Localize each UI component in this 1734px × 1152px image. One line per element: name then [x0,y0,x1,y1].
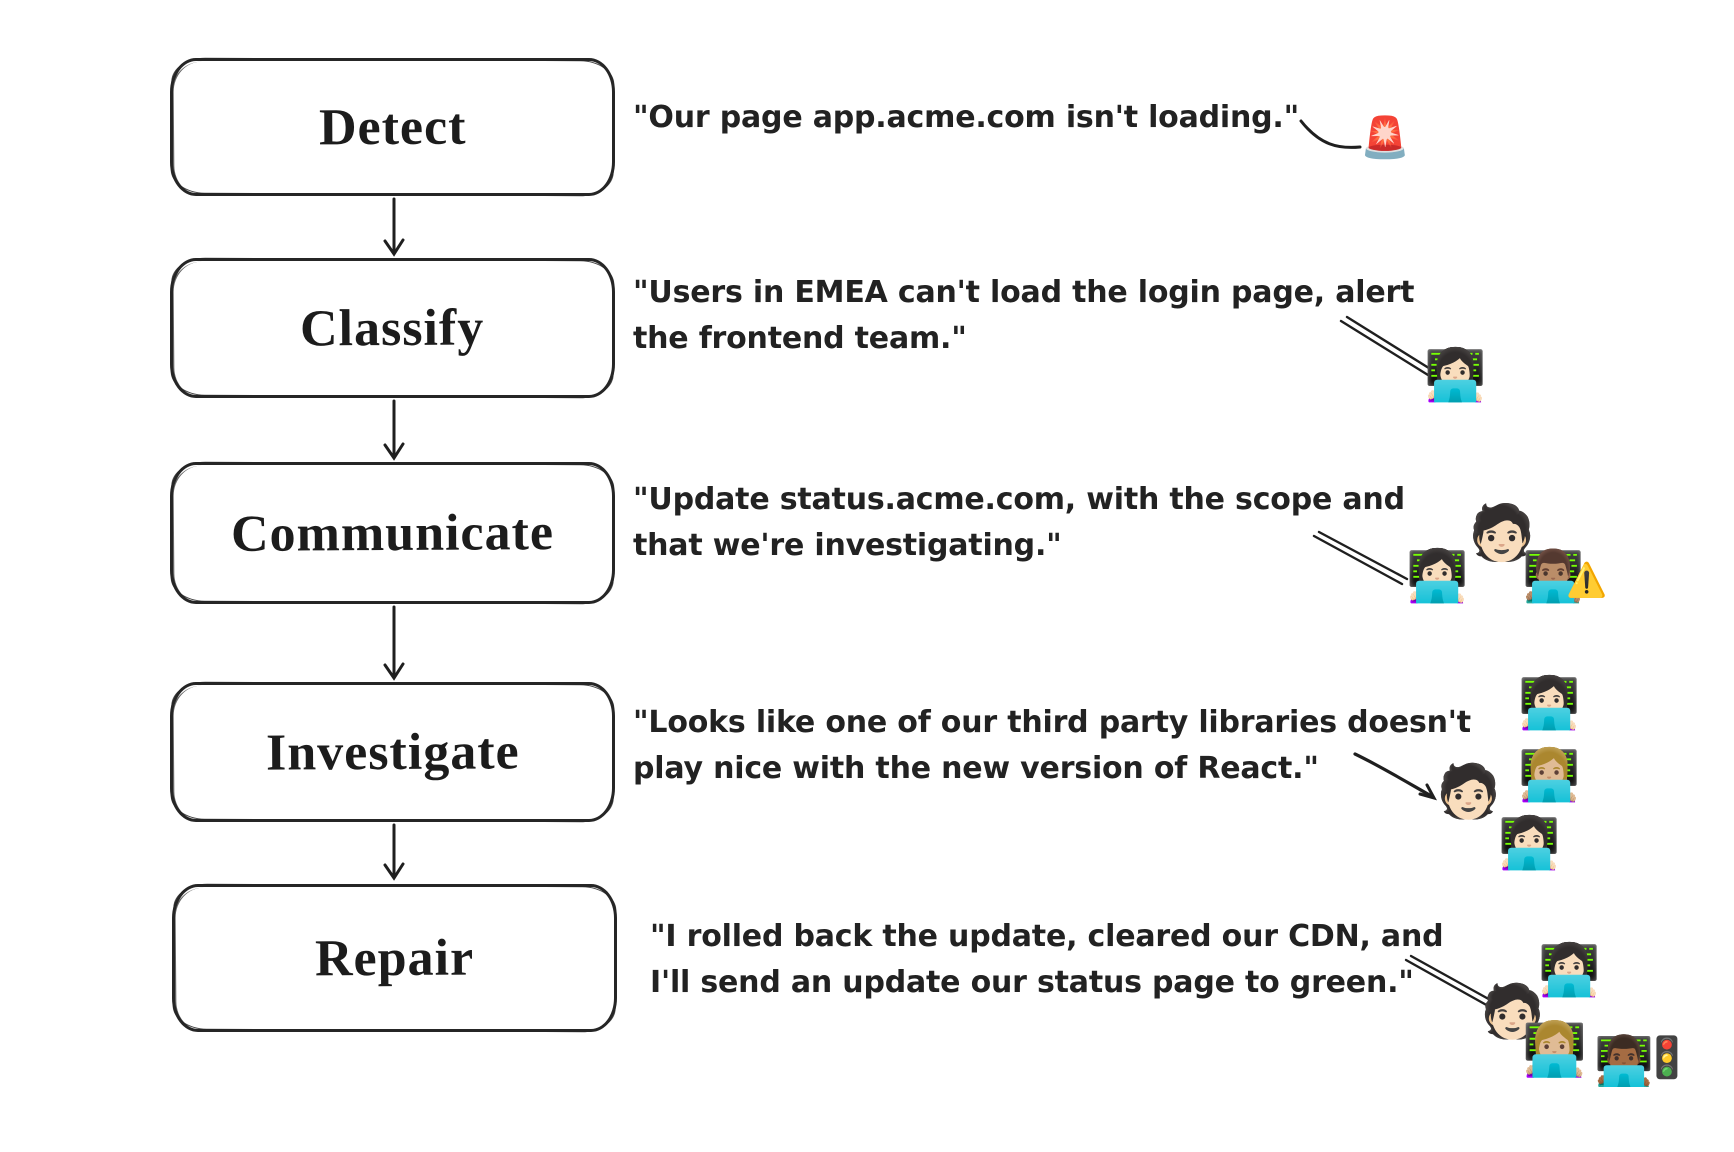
woman-technologist-blonde-icon: 👩🏼‍💻 [1522,1021,1587,1079]
siren-icon: 🚨 [1360,116,1410,160]
woman-technologist-icon: 👩🏻‍💻 [1518,675,1581,731]
quote-investigate: "Looks like one of our third party libra… [633,700,1471,792]
man-technologist-icon: 👨🏽‍💻 [1522,548,1585,604]
traffic-light-icon: 🚦 [1642,1036,1692,1080]
step-box-investigate: Investigate [170,682,615,822]
quote-investigate-line1: "Looks like one of our third party libra… [633,705,1471,740]
step-box-repair: Repair [172,884,617,1032]
quote-communicate-line1: "Update status.acme.com, with the scope … [633,482,1405,517]
woman-technologist-icon: 👩🏻‍💻 [1538,942,1601,998]
flow-arrowhead-communicate-investigate [383,662,405,681]
flow-arrowhead-investigate-repair [383,862,405,881]
quote-detect-line1: "Our page app.acme.com isn't loading." [633,100,1300,135]
quote-communicate-line2: that we're investigating." [633,528,1062,563]
flow-arrowhead-detect-classify [383,238,405,257]
quote-repair: "I rolled back the update, cleared our C… [650,914,1444,1006]
step-label-investigate: Investigate [265,722,520,782]
person-icon: 🧑🏻 [1436,763,1501,821]
quote-repair-line2: I'll send an update our status page to g… [650,965,1414,1000]
quote-investigate-line2: play nice with the new version of React.… [633,751,1319,786]
person-icon: 🧑🏻 [1480,983,1545,1041]
pointer-line-detect [1299,119,1362,149]
quote-repair-line1: "I rolled back the update, cleared our C… [650,919,1444,954]
man-technologist-dark-icon: 👨🏾‍💻 [1594,1035,1654,1088]
woman-technologist-icon: 👩🏻‍💻 [1406,548,1469,604]
step-label-communicate: Communicate [230,503,555,563]
step-box-communicate: Communicate [170,462,615,604]
quote-classify: "Users in EMEA can't load the login page… [633,270,1414,362]
quote-communicate: "Update status.acme.com, with the scope … [633,477,1405,569]
woman-technologist-icon: 👩🏻‍💻 [1424,347,1487,403]
step-box-detect: Detect [170,58,615,196]
woman-technologist-icon: 👩🏻‍💻 [1498,815,1561,871]
woman-technologist-blonde-icon: 👩🏼‍💻 [1518,747,1581,803]
step-box-classify: Classify [170,258,615,398]
quote-classify-line2: the frontend team." [633,321,967,356]
warning-icon: ⚠️ [1566,561,1608,598]
quote-detect: "Our page app.acme.com isn't loading." [633,95,1299,141]
step-label-detect: Detect [318,98,467,156]
flow-arrowhead-classify-communicate [383,442,405,461]
quote-classify-line1: "Users in EMEA can't load the login page… [633,275,1415,310]
step-label-classify: Classify [300,299,485,357]
person-icon: 🧑🏻 [1468,503,1536,563]
step-label-repair: Repair [314,929,475,987]
